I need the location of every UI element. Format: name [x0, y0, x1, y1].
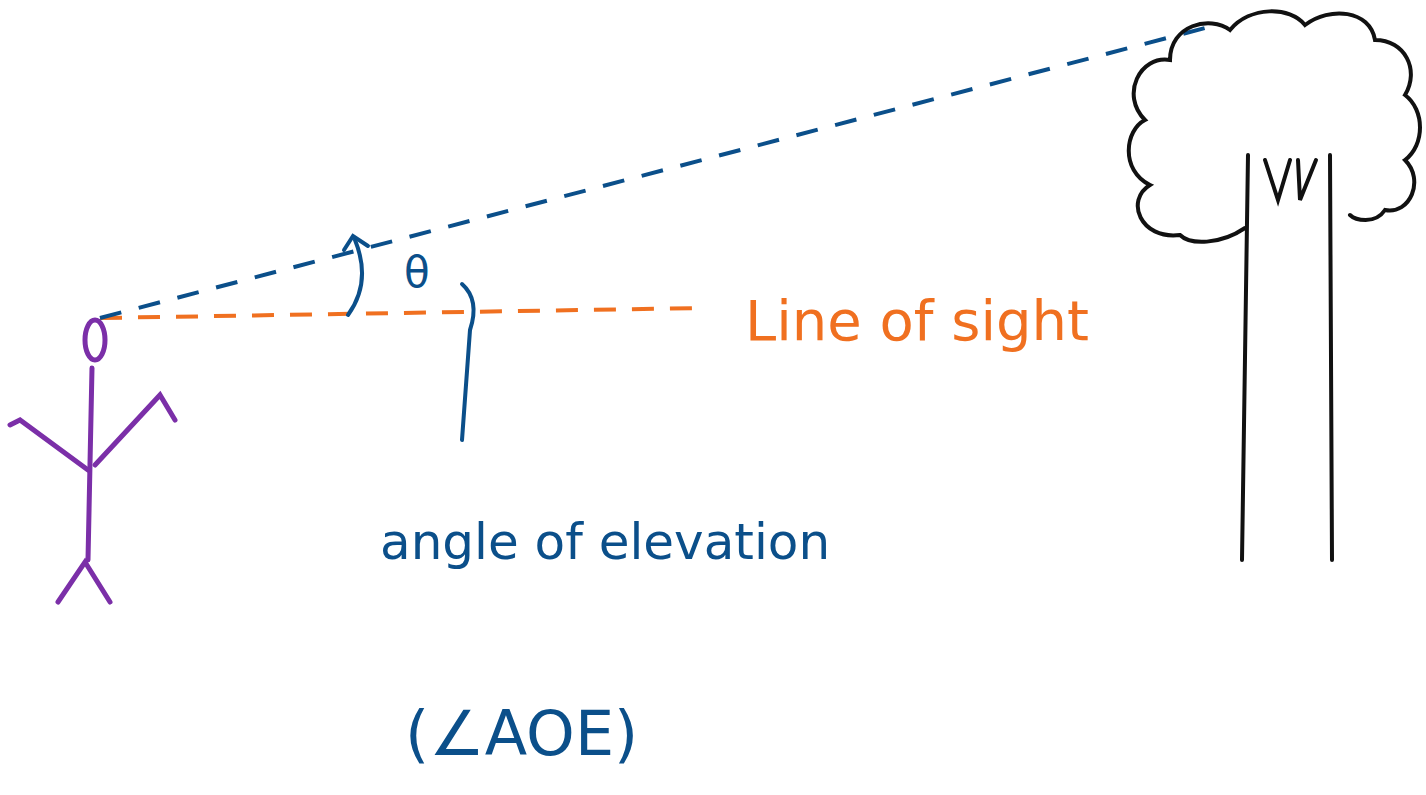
angle-symbol: θ [404, 250, 430, 296]
line-label: Line of sight [745, 290, 1089, 352]
angle-label: angle of elevation [380, 515, 830, 570]
horizontal-line [100, 308, 705, 318]
stick-figure [10, 320, 175, 602]
angle-notation: (∠AOE) [405, 700, 638, 768]
angle-arrow [344, 236, 368, 315]
sight-line [100, 28, 1205, 318]
tree [1129, 11, 1420, 560]
bracket [462, 284, 474, 440]
